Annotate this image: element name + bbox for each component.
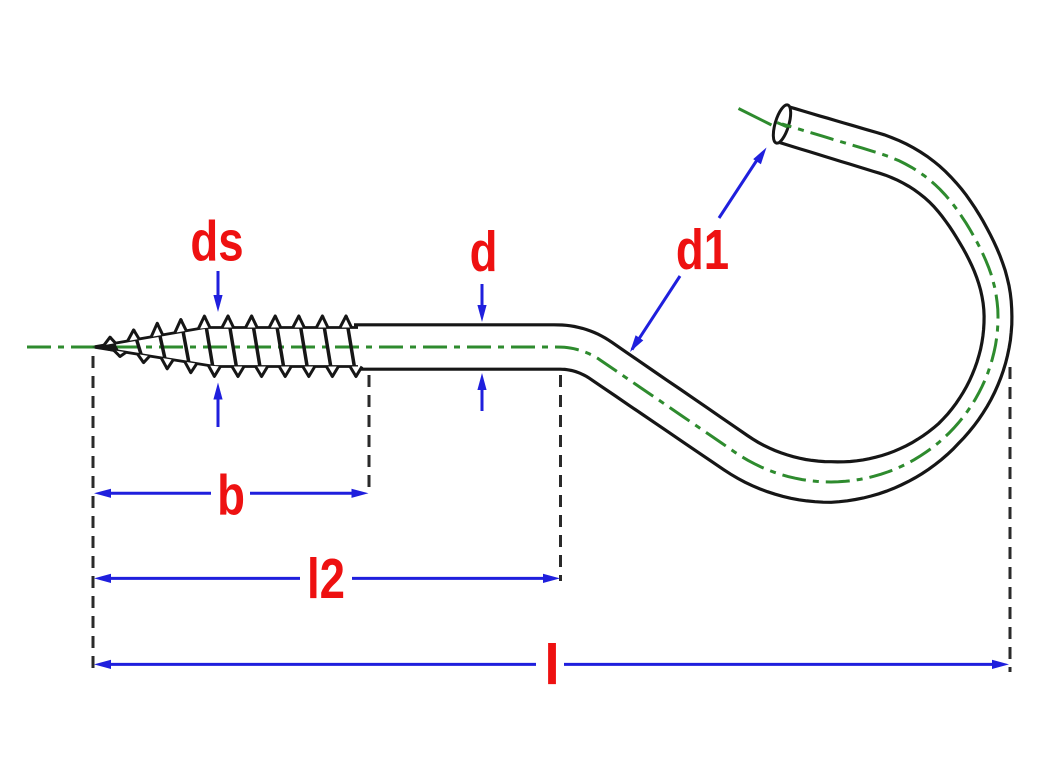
svg-text:l2: l2 [307,546,345,610]
svg-text:l: l [544,633,560,697]
svg-text:d1: d1 [676,217,729,281]
svg-text:ds: ds [190,209,243,273]
svg-text:d: d [470,219,498,283]
svg-text:b: b [217,463,245,527]
